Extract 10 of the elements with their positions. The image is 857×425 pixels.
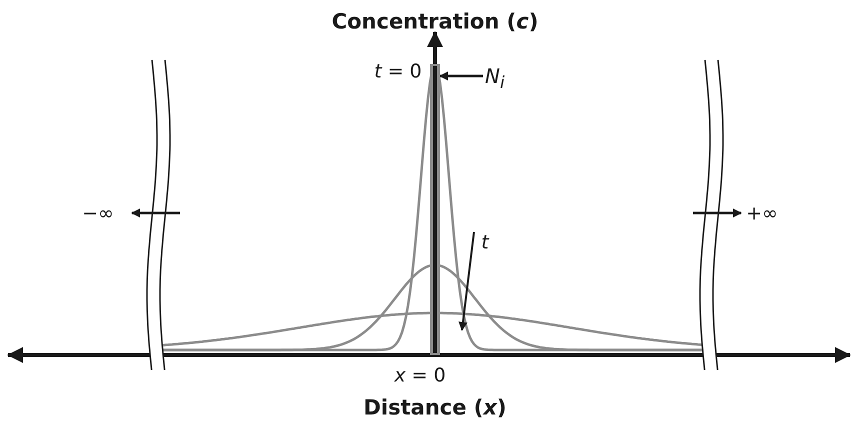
axis-label: x = 0 [394, 366, 446, 386]
leader-line [439, 72, 483, 80]
axis-label: +∞ [746, 204, 778, 224]
axis-label: −∞ [82, 204, 114, 224]
initial-spike-bar [430, 64, 440, 355]
axis-title: Distance (x) [363, 396, 507, 420]
axis-title: Concentration (c) [332, 10, 538, 34]
axis-label: t [481, 232, 489, 254]
axis-label: t = 0 [374, 62, 422, 82]
leader-text: N$_{i}$ [485, 62, 533, 90]
